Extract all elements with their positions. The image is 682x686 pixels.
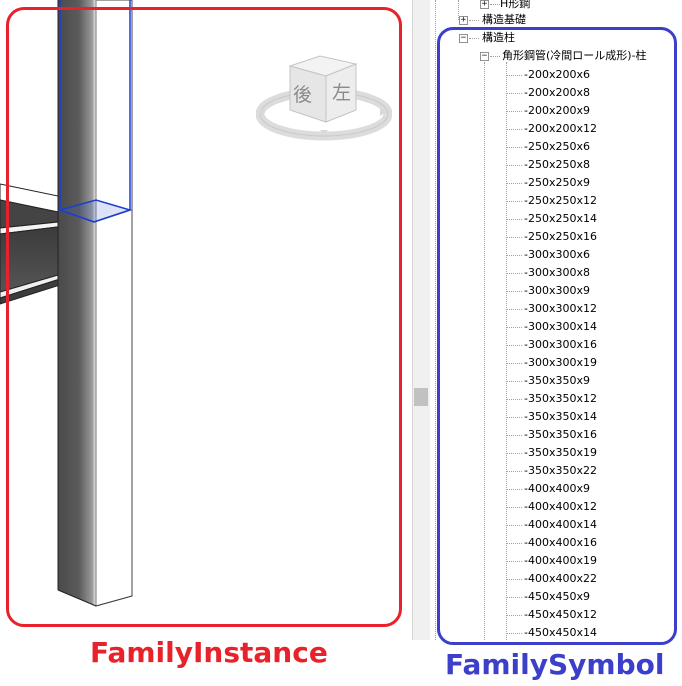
tree-branch	[490, 56, 500, 57]
tree-node-type[interactable]: -400x400x9	[524, 482, 590, 495]
tree-branch	[506, 255, 522, 256]
collapse-icon[interactable]: −	[480, 51, 489, 61]
collapse-icon[interactable]: −	[459, 33, 468, 43]
tree-branch	[506, 237, 522, 238]
tree-node-h-steel[interactable]: H形鋼	[500, 0, 531, 10]
tree-node-type[interactable]: -300x300x8	[524, 266, 590, 279]
tree-branch	[506, 399, 522, 400]
tree-branch	[506, 381, 522, 382]
tree-node-type[interactable]: -300x300x16	[524, 338, 597, 351]
tree-node-type[interactable]: -350x350x14	[524, 410, 597, 423]
tree-node-type[interactable]: -400x400x14	[524, 518, 597, 531]
tree-branch	[469, 20, 479, 21]
tree-node-structural-foundation[interactable]: 構造基礎	[482, 13, 526, 26]
tree-node-type[interactable]: -450x450x9	[524, 590, 590, 603]
tree-node-type[interactable]: -400x400x12	[524, 500, 597, 513]
tree-node-type[interactable]: -350x350x12	[524, 392, 597, 405]
tree-node-type[interactable]: -250x250x12	[524, 194, 597, 207]
tree-node-type[interactable]: -200x200x12	[524, 122, 597, 135]
steel-column[interactable]	[57, 0, 133, 607]
scrollbar-thumb[interactable]	[414, 388, 428, 406]
tree-node-structural-column[interactable]: 構造柱	[482, 31, 515, 44]
tree-branch	[506, 561, 522, 562]
tree-branch	[506, 147, 522, 148]
view-cube[interactable]: 後 左	[256, 52, 392, 148]
tree-branch	[506, 345, 522, 346]
family-symbol-highlight-box	[437, 27, 677, 645]
tree-node-type[interactable]: -350x350x9	[524, 374, 590, 387]
tree-node-type[interactable]: -350x350x16	[524, 428, 597, 441]
tree-branch	[506, 183, 522, 184]
expand-icon[interactable]: +	[459, 15, 468, 25]
tree-node-type[interactable]: -200x200x6	[524, 68, 590, 81]
tree-branch	[506, 75, 522, 76]
tree-branch	[506, 543, 522, 544]
view-cube-front-face[interactable]: 後	[293, 84, 313, 106]
tree-guide-line	[435, 0, 436, 640]
selection-highlight	[57, 0, 133, 223]
tree-node-type[interactable]: -200x200x9	[524, 104, 590, 117]
view-cube-right-face[interactable]: 左	[332, 82, 352, 104]
tree-guide-line	[484, 62, 485, 640]
tree-branch	[506, 129, 522, 130]
tree-branch	[506, 417, 522, 418]
tree-node-type[interactable]: -250x250x14	[524, 212, 597, 225]
tree-branch	[506, 633, 522, 634]
model-drawing	[0, 0, 133, 607]
tree-node-type[interactable]: -450x450x14	[524, 626, 597, 639]
tree-branch	[506, 291, 522, 292]
tree-branch	[506, 579, 522, 580]
tree-node-type[interactable]: -250x250x9	[524, 176, 590, 189]
tree-branch	[506, 507, 522, 508]
tree-node-type[interactable]: -400x400x19	[524, 554, 597, 567]
tree-branch	[506, 435, 522, 436]
tree-branch	[506, 471, 522, 472]
family-instance-highlight-box	[6, 7, 402, 627]
tree-branch	[506, 363, 522, 364]
tree-node-type[interactable]: -300x300x14	[524, 320, 597, 333]
tree-node-type[interactable]: -250x250x6	[524, 140, 590, 153]
tree-node-type[interactable]: -450x450x12	[524, 608, 597, 621]
tree-branch	[506, 273, 522, 274]
tree-branch	[506, 219, 522, 220]
tree-node-type[interactable]: -350x350x22	[524, 464, 597, 477]
tree-node-type[interactable]: -300x300x19	[524, 356, 597, 369]
tree-branch	[506, 453, 522, 454]
tree-branch	[506, 93, 522, 94]
project-browser-tree[interactable]: + H形鋼 + 構造基礎 − 構造柱 − 角形鋼管(冷間ロール成形)-柱 -20…	[430, 0, 682, 640]
tree-branch	[506, 327, 522, 328]
tree-branch	[506, 525, 522, 526]
expand-icon[interactable]: +	[480, 0, 489, 9]
tree-guide-line	[458, 0, 459, 20]
tree-node-type[interactable]: -300x300x9	[524, 284, 590, 297]
tree-branch	[506, 615, 522, 616]
tree-node-type[interactable]: -250x250x8	[524, 158, 590, 171]
tree-node-type[interactable]: -300x300x12	[524, 302, 597, 315]
tree-node-type[interactable]: -300x300x6	[524, 248, 590, 261]
tree-branch	[506, 111, 522, 112]
tree-node-type[interactable]: -400x400x16	[524, 536, 597, 549]
tree-branch	[506, 309, 522, 310]
tree-node-type[interactable]: -350x350x19	[524, 446, 597, 459]
tree-branch	[506, 201, 522, 202]
tree-node-type[interactable]: -400x400x22	[524, 572, 597, 585]
tree-branch	[506, 489, 522, 490]
tree-guide-line	[506, 62, 507, 640]
family-instance-label: FamilyInstance	[90, 636, 328, 669]
tree-branch	[506, 165, 522, 166]
tree-node-family-square-tube[interactable]: 角形鋼管(冷間ロール成形)-柱	[502, 49, 647, 62]
tree-node-type[interactable]: -200x200x8	[524, 86, 590, 99]
family-symbol-label: FamilySymbol	[445, 648, 665, 681]
tree-branch	[469, 38, 479, 39]
tree-branch	[490, 4, 500, 5]
3d-viewport[interactable]: 後 左	[0, 0, 412, 640]
tree-branch	[506, 597, 522, 598]
panel-splitter[interactable]	[412, 0, 431, 640]
tree-node-type[interactable]: -250x250x16	[524, 230, 597, 243]
